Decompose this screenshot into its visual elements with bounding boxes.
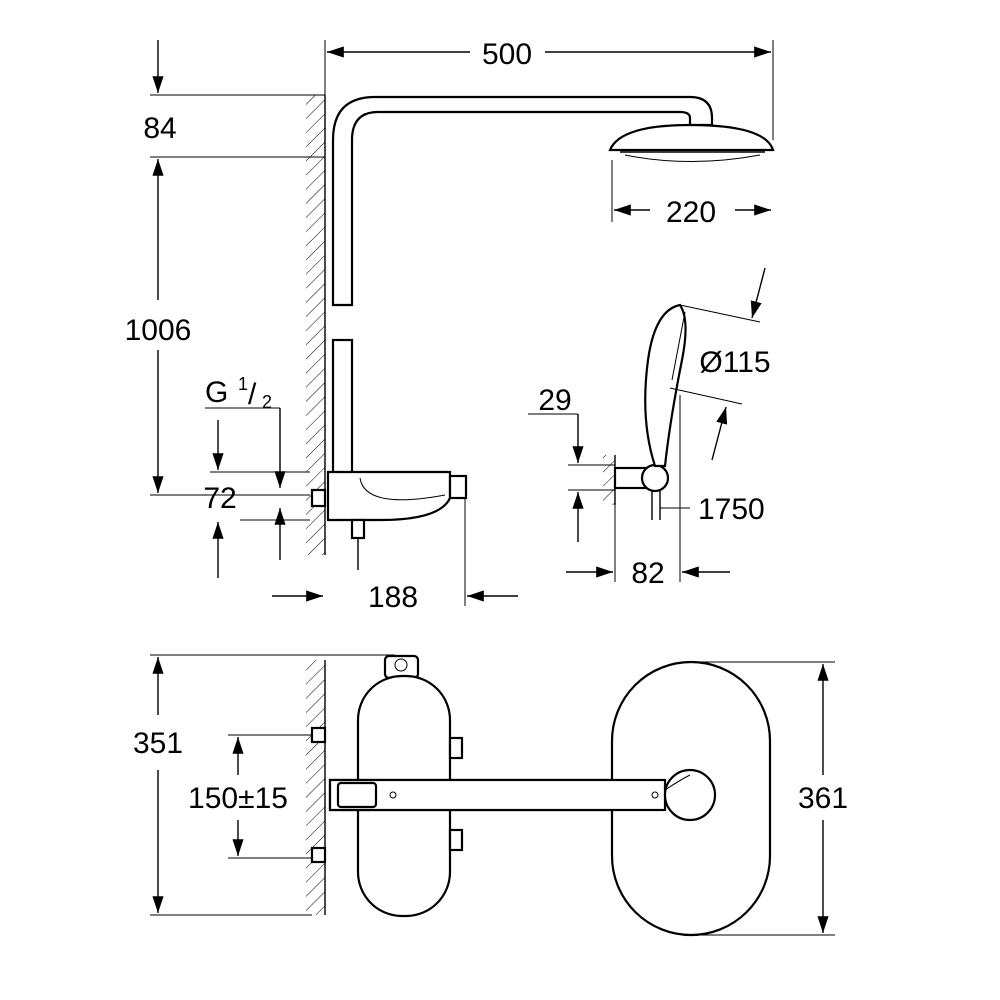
dim-inlet: G 1 / 2 72 <box>203 374 310 578</box>
dim-thermostat-projection: 188 <box>272 498 518 614</box>
dim-label-84: 84 <box>143 112 176 145</box>
dim-inlet-spacing: 150±15 <box>188 734 312 859</box>
dim-hose-length: 1750 <box>660 493 765 526</box>
dim-label-500: 500 <box>482 38 532 71</box>
dim-label-29: 29 <box>538 384 571 417</box>
dim-head-diameter: 220 <box>611 160 771 229</box>
wall-side <box>306 95 326 555</box>
dim-holder-offset: 29 <box>528 384 615 542</box>
dim-label-150: 150±15 <box>188 782 288 815</box>
thread-slash: / <box>248 378 257 411</box>
head-shower-front <box>328 660 772 937</box>
thread-den: 2 <box>262 392 272 412</box>
dim-hand-shower-diameter: Ø115 <box>669 267 771 461</box>
dim-top-offset: 84 <box>143 40 325 158</box>
thermostat-side <box>310 470 468 570</box>
dim-label-1750: 1750 <box>698 493 765 526</box>
dim-label-188: 188 <box>368 581 418 614</box>
dim-label-351: 351 <box>133 727 183 760</box>
dim-arm-length: 500 <box>324 38 774 140</box>
thread-label: G <box>205 376 228 409</box>
dim-label-72: 72 <box>203 482 236 515</box>
thread-num: 1 <box>238 374 248 394</box>
hand-shower <box>603 303 687 520</box>
dim-label-1006: 1006 <box>125 314 192 347</box>
dim-head-height: 361 <box>700 661 848 936</box>
dim-thermostat-height: 351 <box>133 654 395 916</box>
dim-label-82: 82 <box>631 557 664 590</box>
dim-label-115: Ø115 <box>699 346 770 379</box>
wall-front <box>306 660 326 915</box>
dim-height: 1006 <box>125 159 310 496</box>
dim-label-220: 220 <box>666 196 716 229</box>
shower-column <box>331 95 775 477</box>
dim-holder-projection: 82 <box>566 395 730 590</box>
dim-label-361: 361 <box>798 782 848 815</box>
